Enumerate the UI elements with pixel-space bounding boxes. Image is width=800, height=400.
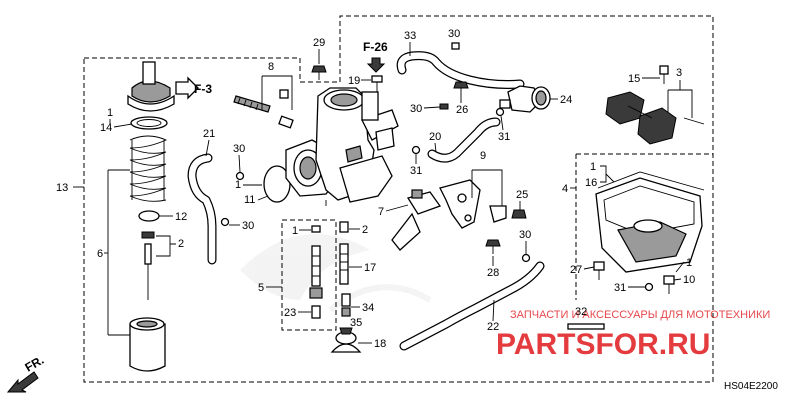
choke-lever	[391, 189, 442, 251]
reference-f3: F-3	[194, 82, 212, 96]
tube-clip-a	[235, 171, 245, 181]
callout-1-b: 1	[235, 179, 241, 191]
float-chamber-box	[575, 153, 713, 300]
clip-31a	[495, 107, 505, 117]
jet-kit-box	[281, 219, 337, 331]
throttle-cable-bracket	[439, 179, 507, 229]
callout-3: 3	[676, 67, 682, 79]
callout-6: 6	[97, 248, 103, 260]
pilot-jet	[339, 221, 351, 317]
callout-2: 2	[178, 238, 184, 250]
f3-arrow	[175, 76, 199, 100]
callout-15: 15	[628, 73, 640, 85]
screw-10	[663, 275, 675, 294]
drain-tube	[399, 261, 545, 351]
callout-1-d: 1	[590, 161, 596, 173]
screw-26	[453, 81, 469, 96]
float-chamber-gasket	[597, 171, 705, 191]
fuel-tube-33	[396, 51, 525, 89]
callout-28: 28	[487, 267, 499, 279]
callout-1-e: 1	[686, 257, 692, 269]
screw-29	[311, 65, 327, 80]
needle-clip	[141, 231, 155, 239]
front-direction-arrow	[6, 371, 39, 393]
callout-27: 27	[570, 264, 582, 276]
callout-13: 13	[56, 182, 68, 194]
callout-35: 35	[350, 317, 362, 329]
diagram-code: HS04E2200	[724, 381, 778, 392]
callout-17: 17	[364, 262, 376, 274]
front-label: FR.	[23, 353, 47, 375]
callout-30-e: 30	[519, 229, 531, 241]
jet-needle	[144, 243, 152, 300]
callout-20: 20	[429, 131, 441, 143]
needle-retainer	[138, 210, 160, 222]
callout-29: 29	[313, 37, 325, 49]
callout-30-d: 30	[410, 103, 422, 115]
bolt-28	[485, 239, 501, 254]
float-assembly	[605, 91, 705, 145]
callout-31-a: 31	[498, 131, 510, 143]
overflow-tube-20	[427, 117, 501, 163]
callout-22: 22	[487, 321, 499, 333]
tube-clip-b	[220, 217, 230, 227]
pilot-screw-set	[233, 89, 294, 129]
callout-19: 19	[348, 75, 360, 87]
callout-30-c: 30	[448, 28, 460, 40]
callout-10: 10	[683, 274, 695, 286]
jet-needle-jet	[309, 225, 323, 319]
callout-30-a: 30	[233, 143, 245, 155]
fuel-cutoff-valve	[499, 85, 551, 113]
callout-12: 12	[175, 211, 187, 223]
cap-gasket	[130, 116, 168, 130]
throttle-valve	[129, 317, 166, 372]
callout-30-b: 30	[242, 220, 254, 232]
callout-25: 25	[516, 189, 528, 201]
watermark-subtitle: ЗАПЧАСТИ И АКСЕССУАРЫ ДЛЯ МОТОТЕХНИКИ	[510, 309, 770, 321]
callout-2-b: 2	[362, 224, 368, 236]
clip-31b	[411, 145, 421, 155]
callout-31-b: 31	[410, 165, 422, 177]
clip-31c	[644, 282, 654, 292]
callout-4: 4	[562, 183, 568, 195]
callout-31-c: 31	[614, 282, 626, 294]
float-valve-15	[659, 65, 669, 84]
screw-25	[511, 209, 527, 219]
callout-14: 14	[100, 122, 112, 134]
callout-26: 26	[456, 104, 468, 116]
callout-21: 21	[203, 128, 215, 140]
callout-18: 18	[374, 338, 386, 350]
assembly-boundary	[83, 15, 714, 383]
callout-1: 1	[107, 107, 113, 119]
callout-8: 8	[268, 61, 274, 73]
throttle-valve-spring	[129, 135, 168, 202]
callout-9: 9	[480, 150, 486, 162]
callout-5: 5	[258, 282, 264, 294]
callout-11: 11	[244, 194, 255, 206]
drain-pin	[567, 323, 605, 330]
clip-30e	[521, 253, 531, 263]
carburetor-top-cap	[127, 61, 175, 112]
callout-1-c: 1	[292, 225, 298, 237]
screw-27	[593, 261, 605, 280]
vent-tube	[187, 153, 217, 265]
reference-f26: F-26	[363, 40, 388, 54]
watermark-url: PARTSFOR.RU	[496, 328, 710, 361]
callout-33: 33	[404, 30, 416, 42]
callout-7: 7	[378, 206, 384, 218]
tube-clip-c	[451, 42, 460, 50]
carburetor-body	[285, 87, 399, 206]
callout-16: 16	[585, 177, 597, 189]
callout-23: 23	[284, 307, 296, 319]
callout-34: 34	[362, 302, 374, 314]
washer-30c	[439, 103, 449, 110]
screw-19	[371, 75, 383, 92]
float-chamber	[595, 177, 703, 273]
callout-32: 32	[575, 306, 587, 318]
float	[330, 327, 362, 353]
watermark-logo	[240, 234, 432, 313]
callout-24: 24	[560, 94, 572, 106]
